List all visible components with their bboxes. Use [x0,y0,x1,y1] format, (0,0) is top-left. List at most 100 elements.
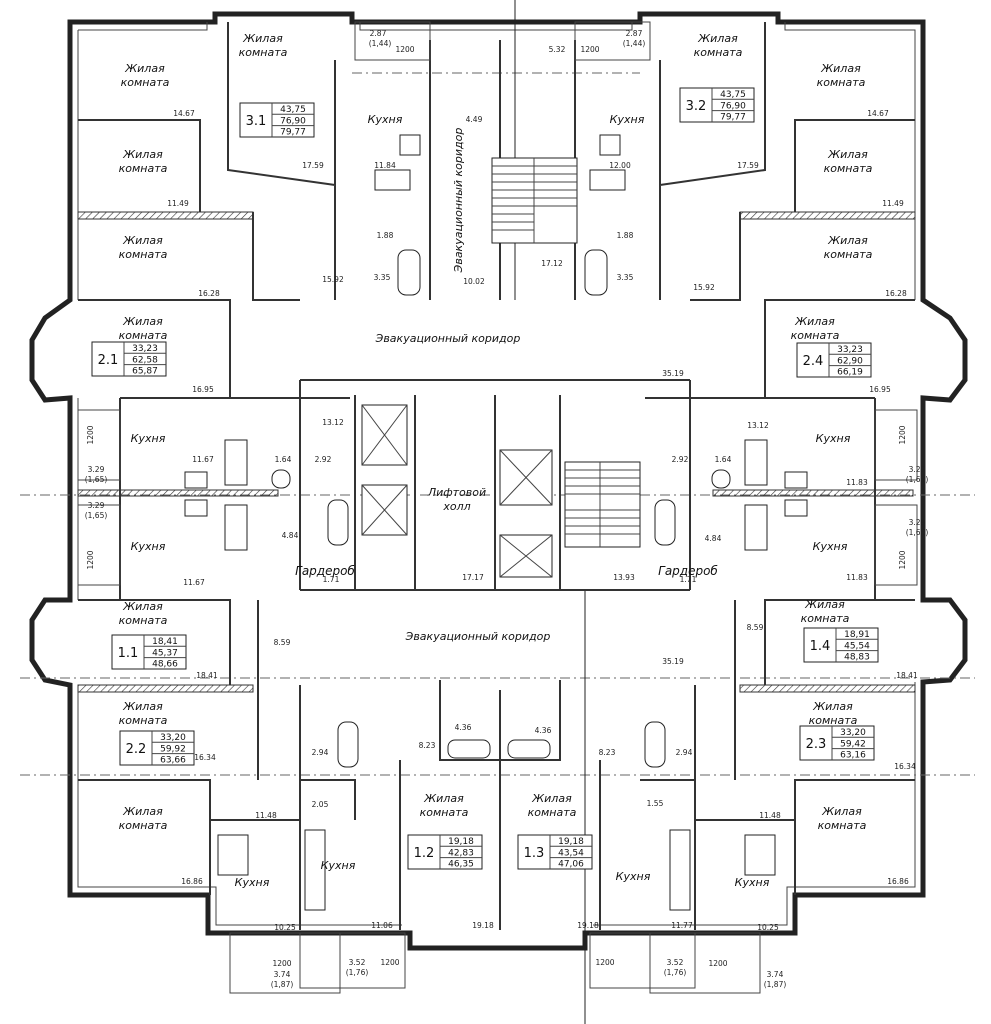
area-label: 3.29 [88,501,105,510]
area-label: 10.25 [757,923,779,932]
area-label: 11.67 [192,455,214,464]
area-label: (1,87) [764,980,787,989]
outer-wall [29,11,968,951]
area-label: 13.93 [613,573,635,582]
window-size-label: 1200 [580,45,599,54]
window-size-label: 1200 [395,45,414,54]
area-label: 18.41 [896,671,918,680]
area-label: 11.48 [759,811,781,820]
area-label: 2.92 [315,455,332,464]
hatched-wall [739,684,916,693]
area-label: 3.35 [617,273,634,282]
area-label: 3.29 [909,465,926,474]
area-label: 11.77 [671,921,693,930]
elevator [361,404,553,578]
apartment-area-value: 76,90 [720,101,746,111]
apartment-id: 2.3 [806,737,827,752]
window-size-label: 1200 [86,550,95,569]
area-label: 11.49 [882,199,904,208]
window-size-label: 1200 [898,425,907,444]
area-label: 4.36 [455,723,472,732]
wardrobe-label: Гардероб [658,564,718,578]
apartment-area-value: 19,18 [558,837,584,847]
area-label: 16.95 [869,385,891,394]
area-label: 3.52 [349,958,366,967]
area-label: 11.83 [846,478,868,487]
apartment-area-value: 48,83 [844,653,870,663]
area-label: 5.32 [549,45,566,54]
area-label: 2.87 [626,29,643,38]
apartment-area-value: 19,18 [448,837,474,847]
apartment-area-value: 48,66 [152,660,178,670]
apartment-area-value: 59,42 [840,739,866,749]
room-label-kitchen: Кухня [813,540,848,553]
corridor-label: Эвакуационный коридор [405,630,551,643]
apartment-area-value: 42,83 [448,848,474,858]
apartment-area-value: 43,75 [280,105,306,115]
area-label: 1.64 [275,455,292,464]
apartment-area-value: 33,20 [160,733,186,743]
apartment-id: 1.2 [414,846,435,861]
apartment-area-value: 47,06 [558,860,584,870]
apartment-area-value: 18,41 [152,637,178,647]
area-label: 16.28 [885,289,907,298]
area-label: 16.86 [887,877,909,886]
area-label: 11.84 [374,161,396,170]
window-size-label: 1200 [86,425,95,444]
area-label: 4.84 [282,531,299,540]
area-label: 8.59 [747,623,764,632]
area-label: (1,44) [623,39,646,48]
apartment-area-value: 62,90 [837,356,863,366]
apartment-id: 2.1 [98,353,119,368]
area-label: 16.95 [192,385,214,394]
area-label: 15.92 [322,275,344,284]
area-label: 11.49 [167,199,189,208]
area-label: (1,65) [906,528,929,537]
apartment-area-value: 43,75 [720,90,746,100]
area-label: 35.19 [662,657,684,666]
room-label-kitchen: Кухня [321,859,356,872]
area-label: 13.12 [747,421,769,430]
area-label: 16.86 [181,877,203,886]
apartment-area-value: 45,37 [152,648,178,658]
area-label: 11.83 [846,573,868,582]
apartment-id: 2.4 [803,354,824,369]
room-label-kitchen: Кухня [735,876,770,889]
area-label: 10.02 [463,277,485,286]
area-label: 2.94 [676,748,693,757]
apartment-area-value: 63,66 [160,756,186,766]
area-label: 14.67 [867,109,889,118]
area-label: 11.48 [255,811,277,820]
apartment-area-value: 79,77 [720,113,746,123]
room-label-kitchen: Кухня [131,432,166,445]
hatched-wall [712,489,914,497]
area-label: 19.18 [472,921,494,930]
area-label: (1,87) [271,980,294,989]
apartment-id: 1.4 [810,639,831,654]
room-label-kitchen: Кухня [616,870,651,883]
area-label: 2.92 [672,455,689,464]
apartment-id: 1.1 [118,646,139,661]
apartment-area-value: 79,77 [280,128,306,138]
area-label: 2.87 [370,29,387,38]
room-label-kitchen: Кухня [610,113,645,126]
